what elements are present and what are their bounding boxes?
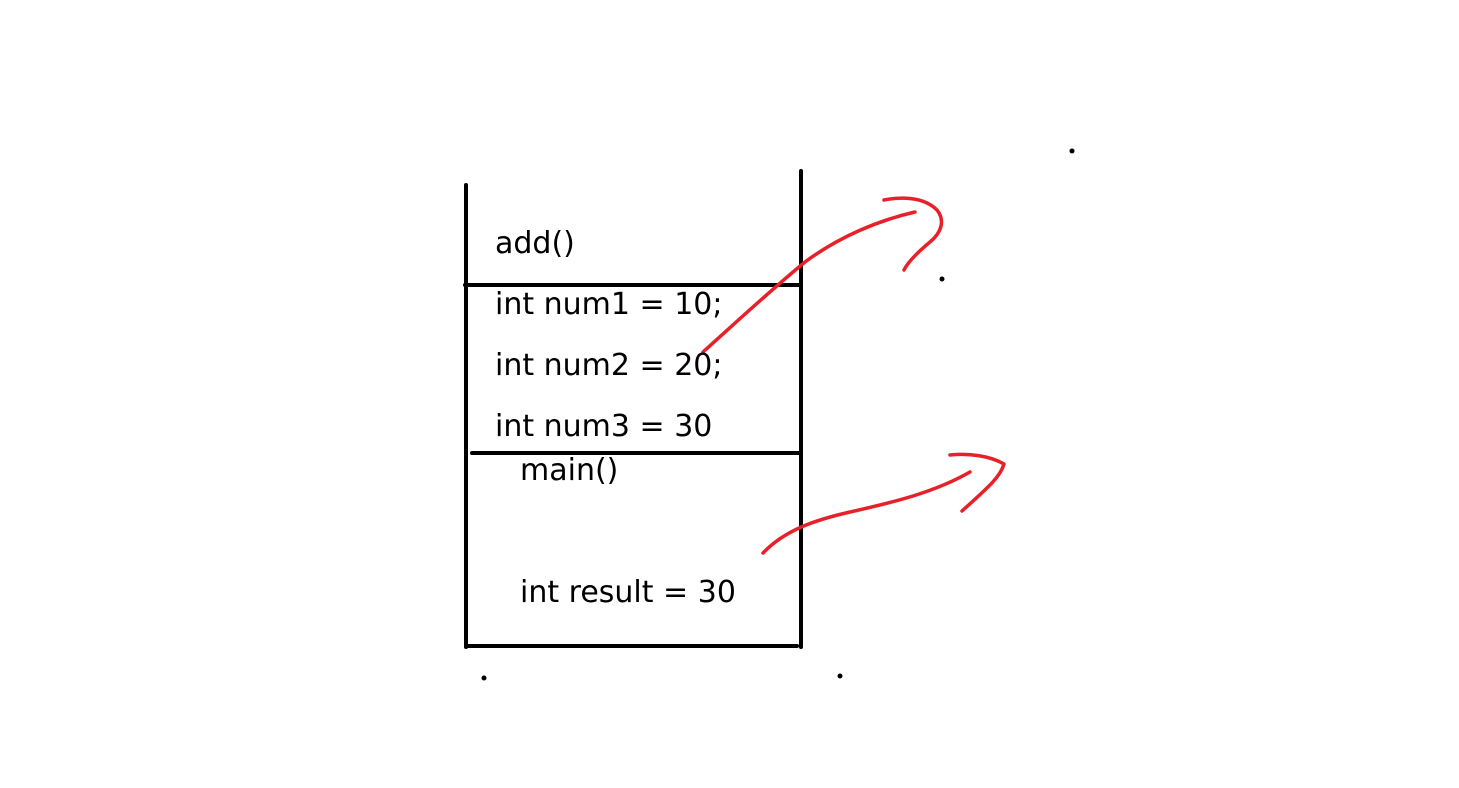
stray-dot [939,276,945,282]
frame-title-add: add() [495,226,575,261]
red-arrow-main-pop-head [948,452,1006,513]
stray-dot [481,675,487,681]
red-arrow-add-pop [701,210,917,354]
red-arrow-main-pop [761,470,972,555]
frame-line-num1: int num1 = 10; [495,287,723,322]
frame-line-num2: int num2 = 20; [495,348,723,383]
frame-title-main: main() [520,453,619,488]
frame-line-result: int result = 30 [520,575,736,610]
red-arrow-add-pop-head [882,196,944,272]
stray-dot [1069,148,1075,154]
frame-line-num3: int num3 = 30 [495,409,713,444]
stray-dot [837,673,843,679]
